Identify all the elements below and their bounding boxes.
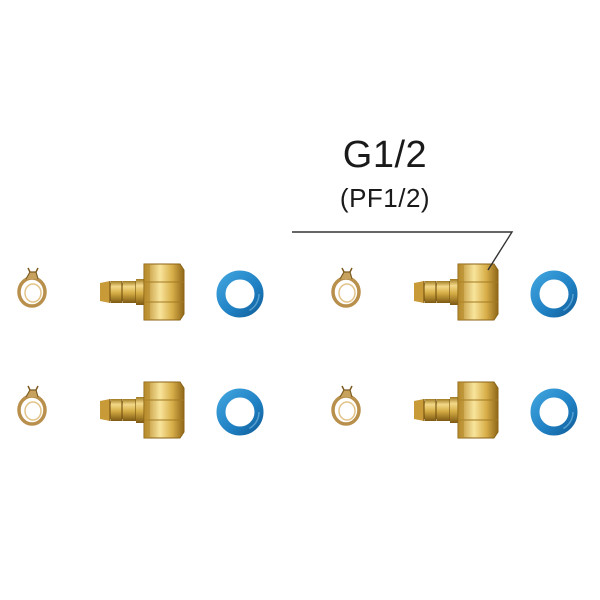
thread-spec-label: G1/2 (342, 134, 428, 176)
set-top-right (333, 264, 573, 320)
set-top-left (19, 264, 259, 320)
leader-line (292, 231, 514, 271)
set-bottom-left (19, 382, 259, 438)
set-bottom-right (333, 382, 573, 438)
thread-spec-alt-label: (PF1/2) (339, 183, 431, 213)
